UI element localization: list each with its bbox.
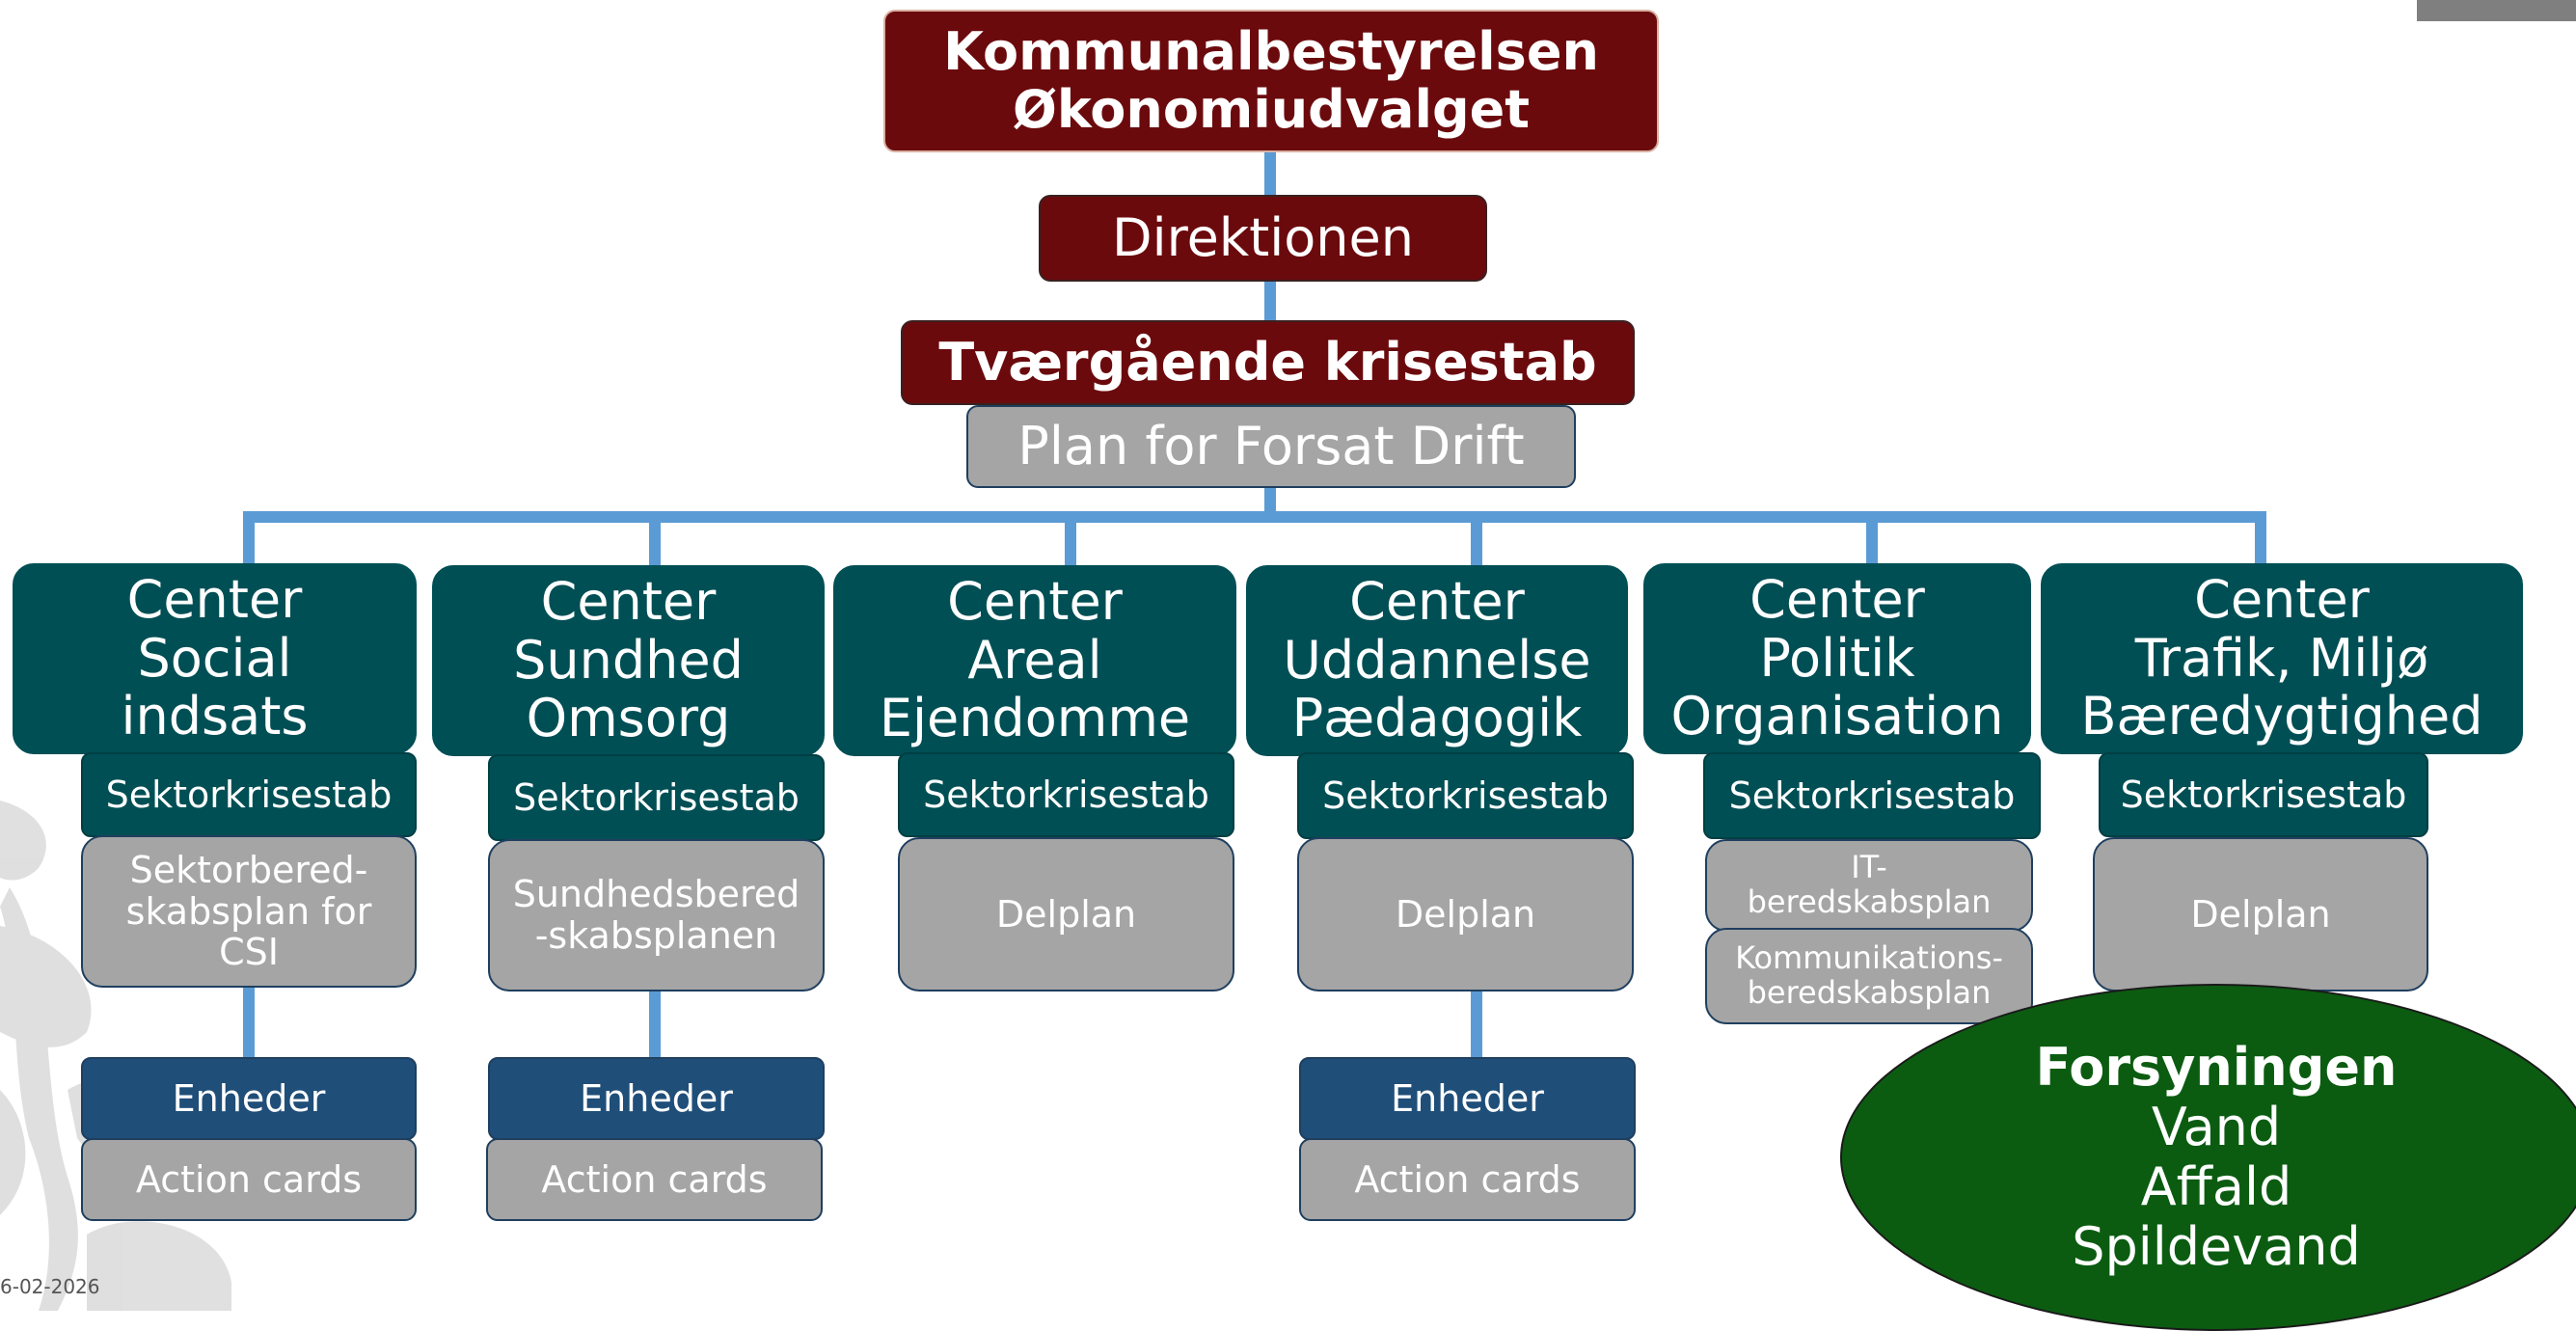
sektorkrisestab-2: Sektorkrisestab — [488, 754, 825, 841]
plan-box-4: Delplan — [1297, 837, 1634, 991]
connector-drop-6 — [2255, 511, 2266, 565]
direktionen-box: Direktionen — [1039, 195, 1487, 282]
forsyningen-title: Forsyningen — [2035, 1036, 2398, 1098]
sektorkrisestab-1: Sektorkrisestab — [81, 752, 417, 837]
connector-top-direktion — [1264, 150, 1276, 199]
connector-drop-5 — [1866, 511, 1878, 565]
footer-date: 6-02-2026 — [0, 1275, 100, 1298]
plan-box-6: Delplan — [2093, 837, 2428, 991]
connector-drop-1 — [243, 511, 255, 565]
connector-uddannelse-enheder — [1471, 990, 1482, 1059]
connector-direktion-krisestab — [1264, 280, 1276, 322]
plan-box-1: Sektorbered- skabsplan for CSI — [81, 835, 417, 988]
center-uddannelse-paedagogik: Center Uddannelse Pædagogik — [1246, 565, 1628, 756]
enheder-1: Enheder — [81, 1057, 417, 1140]
sektorkrisestab-4: Sektorkrisestab — [1297, 752, 1634, 839]
sektorkrisestab-3: Sektorkrisestab — [898, 752, 1234, 837]
center-areal-ejendomme: Center Areal Ejendomme — [833, 565, 1236, 756]
connector-drop-3 — [1065, 511, 1076, 565]
center-trafik-miljoe-baeredygtighed: Center Trafik, Miljø Bæredygtighed — [2041, 563, 2523, 754]
connector-horizontal-bus — [243, 511, 2266, 523]
plan-box-2: Sundhedsbered -skabsplanen — [488, 839, 825, 991]
center-sundhed-omsorg: Center Sundhed Omsorg — [432, 565, 825, 756]
sektorkrisestab-5: Sektorkrisestab — [1703, 752, 2041, 839]
forsyningen-ellipse: Forsyningen Vand Affald Spildevand — [1840, 984, 2576, 1331]
enheder-2: Enheder — [488, 1057, 825, 1140]
connector-plan-bus — [1264, 486, 1276, 517]
plan-forsat-drift-box: Plan for Forsat Drift — [966, 405, 1576, 488]
tvaergaaende-krisestab-box: Tværgående krisestab — [901, 320, 1635, 405]
plan-box-3: Delplan — [898, 837, 1234, 991]
sektorkrisestab-6: Sektorkrisestab — [2099, 752, 2428, 837]
corner-tab — [2417, 0, 2576, 21]
action-cards-1: Action cards — [81, 1138, 417, 1221]
center-social-indsats: Center Social indsats — [13, 563, 417, 754]
enheder-4: Enheder — [1299, 1057, 1636, 1140]
action-cards-4: Action cards — [1299, 1138, 1636, 1221]
kommunikationsberedskabsplan-box: Kommunikations- beredskabsplan — [1705, 928, 2033, 1024]
forsyningen-line-vand: Vand — [2151, 1096, 2282, 1157]
action-cards-2: Action cards — [486, 1138, 823, 1221]
it-beredskabsplan-box: IT- beredskabsplan — [1705, 839, 2033, 932]
connector-drop-4 — [1471, 511, 1482, 565]
kommunalbestyrelsen-box: Kommunalbestyrelsen Økonomiudvalget — [883, 10, 1659, 152]
connector-sundhed-enheder — [649, 990, 661, 1059]
forsyningen-line-affald: Affald — [2140, 1156, 2292, 1217]
connector-csi-enheder — [243, 986, 255, 1059]
center-politik-organisation: Center Politik Organisation — [1643, 563, 2031, 754]
forsyningen-line-spildevand: Spildevand — [2072, 1216, 2361, 1278]
connector-drop-2 — [649, 511, 661, 565]
